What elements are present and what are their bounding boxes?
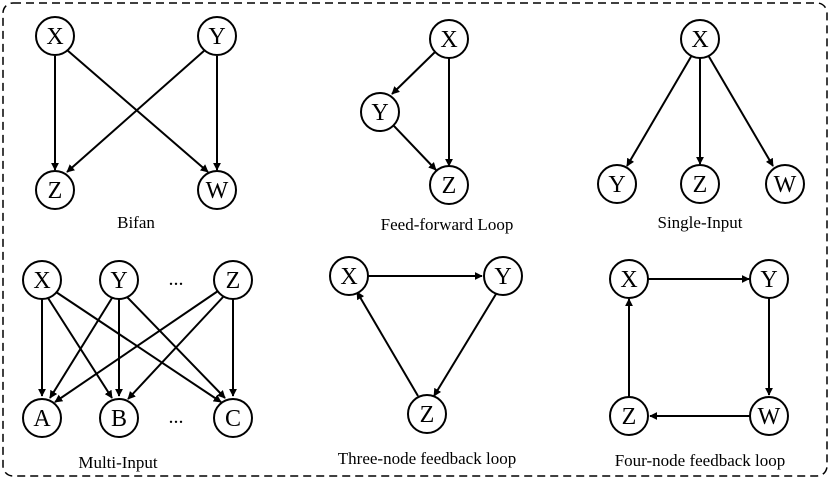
node-label: W xyxy=(774,172,797,198)
node-x: X xyxy=(35,16,75,56)
node-label: Y xyxy=(760,267,777,293)
edge-z-a xyxy=(54,290,219,403)
node-label: Z xyxy=(226,268,241,294)
motif-multi-input: X Y Z A B C ... ... Multi-Input xyxy=(22,260,253,472)
node-z: Z xyxy=(35,170,75,210)
node-label: Y xyxy=(208,24,225,50)
node-label: X xyxy=(440,27,457,53)
caption-four-node-feedback-loop: Four-node feedback loop xyxy=(615,451,786,470)
node-label: A xyxy=(33,406,51,432)
node-z: Z xyxy=(609,396,649,436)
node-y: Y xyxy=(483,256,523,296)
motif-four-node-feedback-loop: X Y W Z Four-node feedback loop xyxy=(609,259,789,470)
motif-bifan: X Y Z W Bifan xyxy=(35,16,237,232)
node-y: Y xyxy=(360,92,400,132)
node-label: Z xyxy=(693,172,708,198)
motif-three-node-feedback-loop: X Y Z Three-node feedback loop xyxy=(329,256,523,468)
node-label: Z xyxy=(420,402,435,428)
edge-z-x xyxy=(356,291,419,397)
node-y: Y xyxy=(197,16,237,56)
node-x: X xyxy=(329,256,369,296)
node-label: X xyxy=(620,267,637,293)
ellipsis-bottom: ... xyxy=(169,406,184,428)
node-x: X xyxy=(429,19,469,59)
node-b: B xyxy=(99,398,139,438)
node-a: A xyxy=(22,398,62,438)
caption-feed-forward-loop: Feed-forward Loop xyxy=(381,215,514,234)
node-x: X xyxy=(680,19,720,59)
node-w: W xyxy=(765,164,805,204)
node-x: X xyxy=(609,259,649,299)
node-w: W xyxy=(197,170,237,210)
edge-x-y xyxy=(626,54,693,167)
node-label: Y xyxy=(110,268,127,294)
edge-y-z xyxy=(393,125,437,171)
node-y: Y xyxy=(597,164,637,204)
node-label: Y xyxy=(494,264,511,290)
node-label: C xyxy=(225,406,241,432)
caption-bifan: Bifan xyxy=(117,213,155,232)
caption-three-node-feedback-loop: Three-node feedback loop xyxy=(338,449,516,468)
node-label: X xyxy=(691,27,708,53)
motif-single-input: X Y Z W Single-Input xyxy=(597,19,805,232)
node-label: X xyxy=(340,264,357,290)
edge-y-z xyxy=(433,293,497,397)
node-z: Z xyxy=(407,394,447,434)
node-x: X xyxy=(22,260,62,300)
edge-y-z xyxy=(66,49,206,173)
node-label: Z xyxy=(48,178,63,204)
node-z: Z xyxy=(680,164,720,204)
motif-feed-forward-loop: X Y Z Feed-forward Loop xyxy=(360,19,514,234)
caption-multi-input: Multi-Input xyxy=(78,453,158,472)
ellipsis-top: ... xyxy=(169,268,184,290)
edge-z-b xyxy=(127,295,225,400)
node-y: Y xyxy=(99,260,139,300)
node-w: W xyxy=(749,396,789,436)
node-y: Y xyxy=(749,259,789,299)
node-label: Y xyxy=(608,172,625,198)
node-label: W xyxy=(758,404,781,430)
edge-x-w xyxy=(707,54,774,167)
node-label: Y xyxy=(371,100,388,126)
node-label: B xyxy=(111,406,127,432)
edge-x-y xyxy=(391,51,436,95)
node-label: X xyxy=(46,24,63,50)
node-c: C xyxy=(213,398,253,438)
node-label: X xyxy=(33,268,50,294)
node-label: W xyxy=(206,178,229,204)
node-label: Z xyxy=(622,404,637,430)
edge-x-c xyxy=(55,291,222,403)
node-z: Z xyxy=(429,165,469,205)
node-label: Z xyxy=(442,173,457,199)
edge-y-a xyxy=(49,297,113,399)
caption-single-input: Single-Input xyxy=(658,213,743,232)
node-z: Z xyxy=(213,260,253,300)
